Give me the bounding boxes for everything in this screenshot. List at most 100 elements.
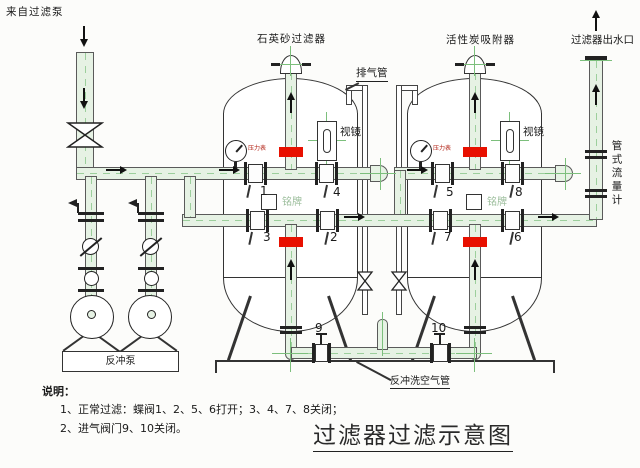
- base-step-left: [215, 360, 217, 373]
- branch2-flag-icon: [128, 199, 137, 207]
- valve8-body: [505, 164, 520, 183]
- red-band-tank1-bottom: [279, 237, 303, 247]
- base-step-right: [553, 360, 555, 373]
- riser2-flange-a: [464, 326, 486, 329]
- nameplate2-label: 铭牌: [487, 197, 507, 208]
- gauge1-label: 压力表: [248, 145, 267, 152]
- valve10-handle: [434, 333, 445, 335]
- valve10-flange-l: [430, 343, 433, 363]
- riser1-flange-b: [280, 331, 302, 334]
- valve6-flange-r: [521, 209, 524, 232]
- backwash-pump-label: 反冲泵: [105, 356, 136, 367]
- flowmeter-flange-1b: [585, 156, 607, 159]
- crosshair-cap1-v: [380, 158, 381, 190]
- outlet-label: 过滤器出水口: [571, 34, 634, 46]
- valve1-flange-r: [264, 162, 267, 185]
- flow-arrow-riser1-up: [287, 92, 295, 113]
- valve2-number: 2: [330, 230, 338, 244]
- valve5-body: [435, 164, 450, 183]
- branch2-flag-stem: [137, 203, 139, 213]
- check2-flange-b: [138, 289, 164, 292]
- flow-arrow-manifold2-b: [538, 213, 559, 221]
- branch1-flag-stem: [77, 203, 79, 213]
- valve5-flange-r: [451, 162, 454, 185]
- branch1-flag-icon: [68, 199, 77, 207]
- notes-heading: 说明：: [42, 385, 75, 398]
- flowmeter-top-flange: [585, 56, 607, 60]
- check1-flange-b: [78, 289, 104, 292]
- valve3-number: 3: [263, 230, 271, 244]
- sight1-label: 视镜: [340, 126, 361, 138]
- branch2-flange-a: [138, 212, 164, 215]
- check2-flange-a: [138, 267, 164, 270]
- valve4-number: 4: [333, 185, 341, 199]
- valve7-body: [433, 211, 448, 230]
- valve4-flange-r: [335, 162, 338, 185]
- valve5-number: 5: [446, 185, 454, 199]
- valve9-handle: [316, 333, 327, 335]
- sight-glass-1-window: [323, 129, 331, 153]
- crosshair-cap2-v: [565, 158, 566, 190]
- valve2-flange-l: [316, 209, 319, 232]
- tank1-cap-ear-right: [302, 63, 311, 66]
- tank2-cap-ear-left: [455, 63, 464, 66]
- valve8-number: 8: [515, 185, 523, 199]
- flow-arrow-manifold1-c: [407, 166, 428, 174]
- valve6-flange-l: [501, 209, 504, 232]
- valve9-flange-l: [312, 343, 315, 363]
- crosshair-cap2-h: [545, 173, 581, 174]
- flow-arrow-riser2-bottom: [471, 259, 479, 280]
- nameplate-1: [261, 194, 277, 210]
- red-band-tank2-top: [463, 147, 487, 157]
- valve9-body: [315, 344, 328, 362]
- valve1-body: [248, 164, 263, 183]
- tank2-cap-ear-right: [486, 63, 495, 66]
- left-manifold-connector: [184, 176, 196, 218]
- flow-arrow-inlet-top: [80, 26, 88, 47]
- crosshair-topcap2-h: [457, 64, 493, 65]
- branch2-flange-b: [138, 219, 164, 222]
- valve9-flange-r: [328, 343, 331, 363]
- red-band-tank1-top: [279, 147, 303, 157]
- check1-flange-a: [78, 267, 104, 270]
- valve9-number: 9: [315, 321, 323, 335]
- flow-arrow-manifold1-b: [219, 166, 240, 174]
- pump1-branch-pipe: [85, 176, 97, 297]
- riser1-flange-a: [280, 326, 302, 329]
- valve10-flange-r: [448, 343, 451, 363]
- crosshair-riser1-v: [290, 338, 291, 372]
- crosshair-flowcap-h: [580, 60, 612, 61]
- check1-ball: [84, 271, 99, 286]
- flow-arrow-outlet: [592, 10, 600, 31]
- nameplate1-label: 铭牌: [282, 197, 302, 208]
- crosshair-cap1-h: [360, 173, 396, 174]
- flow-arrow-flowmeter: [592, 84, 600, 105]
- diagram-title: 过滤器过滤示意图: [313, 423, 513, 453]
- inlet-source-label: 来自过滤泵: [6, 6, 64, 18]
- valve9-stem: [320, 335, 322, 344]
- crosshair-stub-v: [382, 312, 383, 356]
- red-band-tank2-bottom: [463, 237, 487, 247]
- pressure-gauge-1: [225, 140, 247, 162]
- pump1-hub: [87, 310, 96, 319]
- valve3-flange-l: [246, 209, 249, 232]
- flow-arrow-manifold1-a: [106, 166, 127, 174]
- tank1-cap-ear-left: [271, 63, 280, 66]
- exhaust-pipe-label: 排气管: [356, 67, 388, 82]
- tank-base-line: [216, 360, 555, 362]
- pump2-branch-pipe: [145, 176, 157, 297]
- tank1-label: 石英砂过滤器: [257, 33, 326, 45]
- flow-arrow-riser1-bottom: [287, 259, 295, 280]
- crosshair-riser2-h: [456, 353, 492, 354]
- valve2-body: [320, 211, 335, 230]
- flow-arrow-inlet-pipe: [80, 88, 88, 109]
- crosshair-topcap1-h: [273, 64, 309, 65]
- valve6-body: [505, 211, 520, 230]
- valve1-number: 1: [260, 184, 268, 198]
- gauge2-stem: [419, 162, 422, 170]
- sight2-label: 视镜: [523, 126, 544, 138]
- crosshair-riser1-h: [272, 353, 308, 354]
- crosshair-topcap1-v: [290, 46, 291, 76]
- valve7-flange-r: [449, 209, 452, 232]
